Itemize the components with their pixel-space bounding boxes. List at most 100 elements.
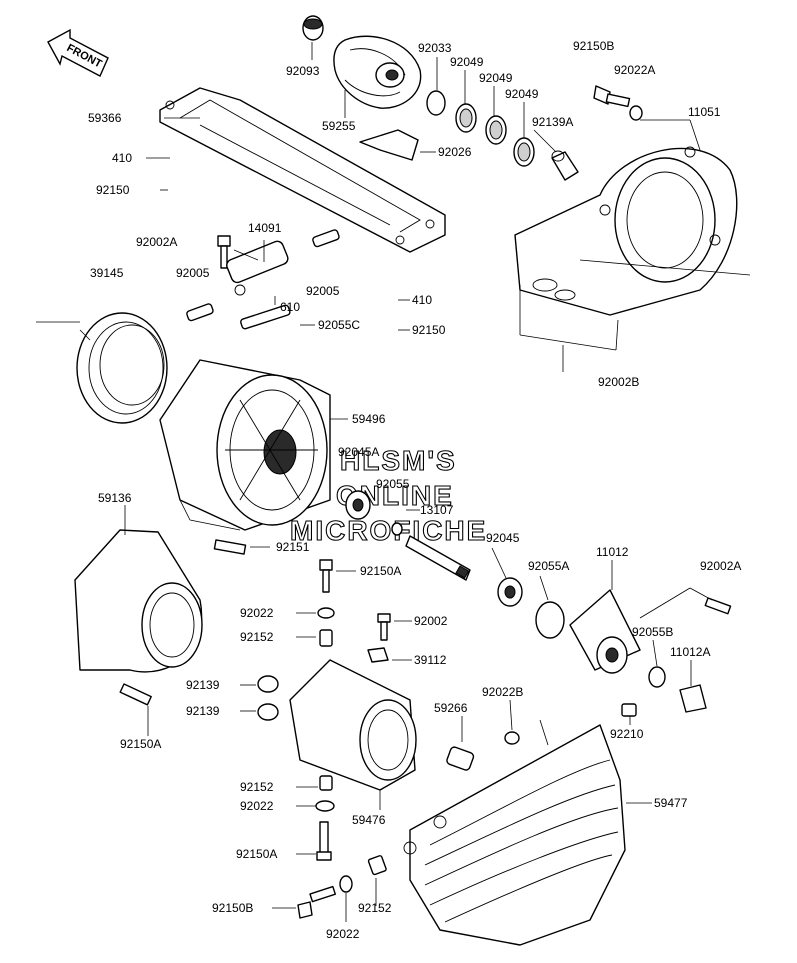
label-92022-b: 92022 [240,799,274,813]
label-59255: 59255 [322,119,356,133]
watermark-line-1: HLSM'S [340,445,457,476]
label-92049-a: 92049 [450,55,484,69]
label-92033: 92033 [418,41,452,55]
bushing-92139-b [257,703,279,721]
pump-bowl [159,359,331,531]
label-92055C: 92055C [318,318,360,332]
label-92049-b: 92049 [479,71,513,85]
label-92055A: 92055A [528,559,569,573]
gasket-92055C [240,304,291,330]
label-92150-a: 92150 [96,183,130,197]
nozzle-59476 [289,659,417,791]
label-410-b: 410 [412,293,432,307]
bolt-92002 [377,613,391,641]
label-92150A-mid: 92150A [360,564,401,578]
label-92022A-top: 92022A [614,63,655,77]
bolt-92002A-left [217,235,231,269]
bolt-92150A-left [119,683,152,706]
label-59136: 59136 [98,491,132,505]
label-92152-a: 92152 [240,630,274,644]
o-ring-92055A [535,601,565,639]
label-92093: 92093 [286,64,320,78]
plate-92026 [359,129,419,161]
label-92045: 92045 [486,531,520,545]
bolt-92150A-bottom [316,821,332,861]
label-92005-b: 92005 [306,284,340,298]
shaft-13107 [405,535,471,581]
seal-92049-c [513,137,535,167]
label-92022-c: 92022 [326,927,360,941]
label-92026: 92026 [438,145,472,159]
collar-92152-b [319,775,333,791]
label-92002A-left: 92002A [136,235,177,249]
collar-92152-c [367,855,387,876]
sleeve-92139A [551,150,579,181]
label-92055B: 92055B [632,625,673,639]
label-92150B-bottom: 92150B [212,901,253,915]
label-410-a: 410 [112,151,132,165]
label-92005-a: 92005 [176,266,210,280]
bolt-92150B-bottom [297,885,336,919]
label-92150B-top: 92150B [573,39,614,53]
pump-housing [514,146,738,316]
watermark: HLSM'S ONLINE MICROFICHE [289,444,485,546]
washer-92022B [504,731,520,745]
snap-ring-92033 [426,90,446,116]
bolt-92002A-right [704,597,732,615]
label-59266: 59266 [434,701,468,715]
label-39145: 39145 [90,266,124,280]
o-ring-92055B [648,666,666,688]
label-610: 610 [280,300,300,314]
label-59476: 59476 [352,813,386,827]
washer-92022-b [315,800,335,812]
label-92151: 92151 [276,540,310,554]
ring-39145 [76,312,168,424]
label-92045A: 92045A [338,445,379,459]
label-59366: 59366 [88,111,122,125]
label-92139-a: 92139 [186,678,220,692]
washer-92022-mid [317,607,335,619]
label-11051: 11051 [688,105,721,119]
fitting-39112 [367,647,389,663]
label-92210: 92210 [610,727,644,741]
label-92150-b: 92150 [412,323,446,337]
label-92022B: 92022B [482,685,523,699]
label-59477: 59477 [654,796,688,810]
bushing-92139-a [257,675,279,693]
bolt-92151 [213,539,247,555]
part-labels: 92093 92033 92049 92049 92049 92150B 920… [88,39,741,941]
bearing-92045A [345,490,371,520]
label-92002A-right: 92002A [700,559,741,573]
ride-plate [159,87,446,253]
reverse-bucket-59477 [403,724,626,946]
impeller [333,35,422,109]
nipple-92005-right [312,229,340,248]
label-92150A-left: 92150A [120,737,161,751]
label-92139-b: 92139 [186,704,220,718]
o-ring-92055 [391,522,403,536]
label-11012A: 11012A [670,645,710,659]
label-92002: 92002 [414,614,448,628]
leader-lines [36,42,751,922]
label-92152-c: 92152 [358,901,392,915]
label-92152-b: 92152 [240,780,274,794]
fitting-59266 [446,746,475,771]
cap-11012A [679,684,707,713]
washer-92022-c [339,875,353,893]
housing-59136 [74,529,203,673]
bolt-92150A-mid [319,559,333,593]
label-92049-c: 92049 [505,87,539,101]
cap-92093 [302,15,324,41]
bolt-92150B-top [593,85,631,108]
fitting-14091 [226,240,289,296]
label-92139A: 92139A [532,115,573,129]
label-11012: 11012 [596,545,629,559]
seal-92049-a [455,103,477,133]
bearing-92045 [497,577,523,607]
cone-11012 [569,589,641,674]
label-59496: 59496 [352,412,386,426]
front-arrow-icon: FRONT [47,28,109,77]
plug-92210 [621,703,637,717]
